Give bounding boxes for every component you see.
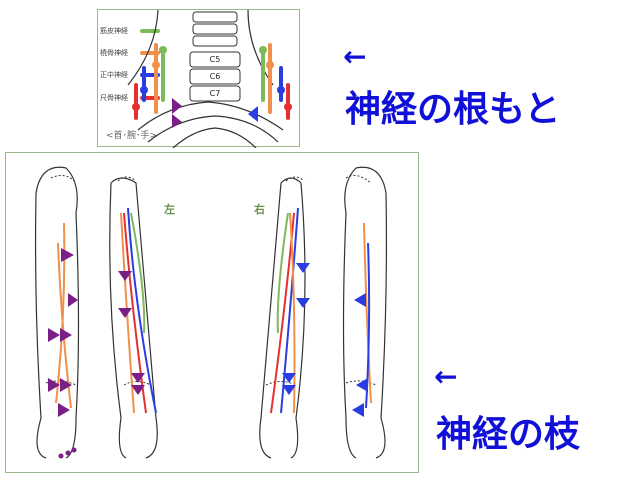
- legend-label: 尺骨神経: [100, 94, 128, 102]
- heading-nerve-root: 神経の根もと: [345, 89, 561, 130]
- nerve-root-panel: 筋皮神経 橈骨神経 正中神経 尺骨神経 <首･腕･手>: [97, 9, 300, 148]
- arm-nerve-illustration: [34, 166, 388, 459]
- legend-label: 橈骨神経: [100, 49, 128, 57]
- neck-spine-illustration: [127, 10, 292, 148]
- legend-swatch-blue: [140, 73, 160, 77]
- legend-label: 正中神経: [100, 71, 128, 79]
- legend-row-radial: 橈骨神経: [100, 48, 160, 58]
- side-label-left: 左: [164, 203, 175, 216]
- legend-swatch-orange: [140, 51, 160, 55]
- legend-swatch-green: [140, 29, 160, 33]
- region-caption: <首･腕･手>: [106, 131, 158, 141]
- vertebra-label-c7: C7: [209, 89, 221, 98]
- root-arrow-icon: ←: [343, 40, 367, 73]
- vertebra-label-c5: C5: [209, 55, 221, 64]
- heading-nerve-branch: 神経の枝: [436, 414, 581, 455]
- legend-row-ulnar: 尺骨神経: [100, 93, 160, 103]
- side-label-right: 右: [254, 203, 265, 216]
- legend-label: 筋皮神経: [100, 27, 128, 35]
- legend-swatch-red: [140, 96, 160, 100]
- nerve-branch-panel: 左 右: [5, 152, 419, 473]
- legend-row-median: 正中神経: [100, 70, 160, 80]
- legend-row-musculocutaneous: 筋皮神経: [100, 26, 160, 36]
- branch-arrow-icon: ←: [434, 360, 458, 393]
- vertebra-label-c6: C6: [209, 72, 221, 81]
